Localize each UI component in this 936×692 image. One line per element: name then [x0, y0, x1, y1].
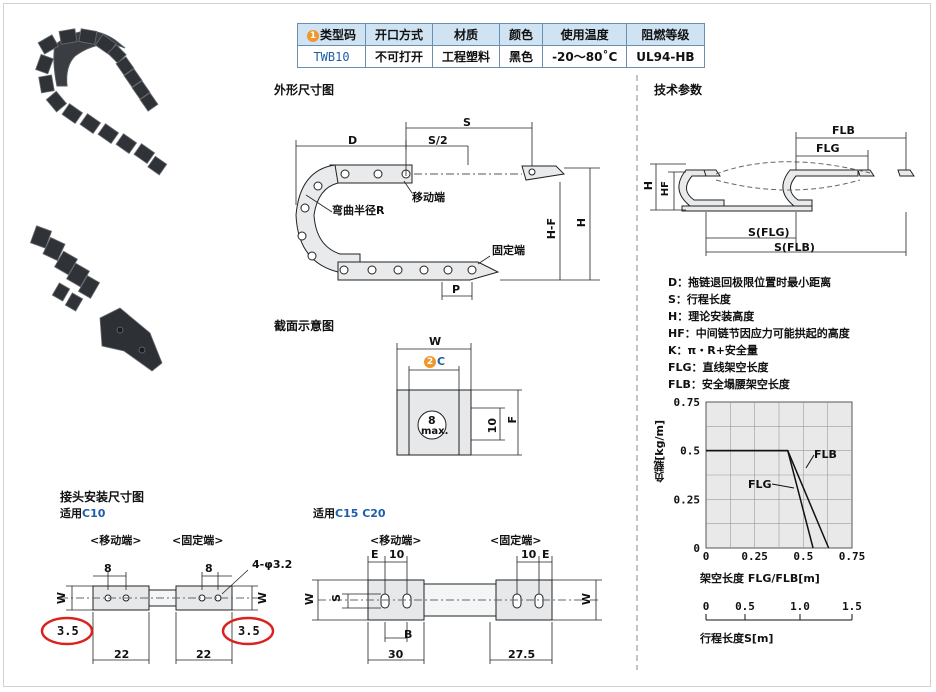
badge-1: 1 [307, 30, 319, 42]
c15-10-right: 10 [521, 548, 537, 561]
c15-applies: 适用C15 C20 [313, 505, 386, 521]
chart-secondary-label: 行程长度S[m] [700, 632, 774, 645]
chart-ylabel: 负载[kg/m] [653, 420, 666, 483]
c15-E-right: E [542, 548, 550, 561]
c10-applies: 适用C10 [60, 505, 105, 521]
td-temperature: -20～80˚C [542, 45, 628, 68]
label-fixed-end: 固定端 [492, 244, 525, 257]
tech-FLb: FLB [832, 124, 855, 137]
tech-S-flg: S(FLG) [748, 226, 790, 239]
page-frame [3, 3, 931, 687]
c10-fixed: <固定端> [172, 534, 224, 547]
legend-item: D：拖链退回极限位置时最小距离 [668, 276, 832, 289]
label-D: D [348, 134, 358, 147]
c15-10-left: 10 [389, 548, 405, 561]
label-max8-num: 8 [428, 414, 436, 427]
legend-item: S：行程长度 [668, 293, 731, 306]
legend-item: HF：中间链节因应力可能拱起的高度 [668, 327, 850, 340]
c15-W-right: W [580, 593, 593, 606]
c10-hole: 4-φ3.2 [252, 558, 293, 571]
th-type-code-label: 类型码 [320, 28, 357, 42]
tech-FLg: FLG [816, 142, 840, 155]
legend-item: K：π・R+安全量 [668, 344, 758, 357]
tech-Hf: HF [660, 181, 671, 197]
c15-model: C15 C20 [335, 507, 386, 520]
td-type-code: TWB10 [296, 45, 367, 68]
td-material: 工程塑料 [432, 45, 501, 68]
tech-S-flb: S(FLB) [774, 241, 815, 254]
th-color: 颜色 [499, 23, 544, 46]
tech-legend: D：拖链退回极限位置时最小距离 S：行程长度 H：理论安装高度 HF：中间链节因… [668, 274, 850, 393]
c10-dim8a: 8 [104, 562, 112, 575]
td-color: 黑色 [499, 45, 544, 68]
outline-title: 外形尺寸图 [274, 83, 335, 97]
badge-2: 2 [424, 356, 436, 368]
label-H: H [575, 218, 588, 228]
c15-prefix: 适用 [313, 507, 335, 520]
th-opening: 开口方式 [365, 23, 434, 46]
label-S: S [463, 116, 471, 129]
section-title: 截面示意图 [274, 319, 335, 333]
label-F: F [506, 416, 519, 424]
label-10: 10 [486, 418, 499, 434]
chart-xlabel: 架空长度 FLG/FLB[m] [700, 572, 820, 585]
th-material: 材质 [432, 23, 501, 46]
label-moving-end: 移动端 [412, 191, 445, 204]
c10-model: C10 [82, 507, 106, 520]
spec-data-row: TWB10 不可打开 工程塑料 黑色 -20～80˚C UL94-HB [296, 45, 705, 68]
c10-22-left: 22 [114, 648, 130, 661]
c15-fixed: <固定端> [490, 534, 542, 547]
c10-35-right: 3.5 [238, 624, 260, 638]
joint-title: 接头安装尺寸图 [60, 490, 145, 504]
c10-dim8b: 8 [205, 562, 213, 575]
label-bend-radius: 弯曲半径R [332, 204, 385, 217]
c10-prefix: 适用 [60, 507, 82, 520]
legend-item: FLB：安全塌腰架空长度 [668, 378, 790, 391]
legend-item: FLG：直线架空长度 [668, 361, 769, 374]
c10-22-right: 22 [196, 648, 212, 661]
td-flame: UL94-HB [626, 45, 705, 68]
legend-item: H：理论安装高度 [668, 310, 755, 323]
c10-W-left: W [55, 592, 68, 605]
c15-dim30: 30 [388, 648, 404, 661]
c10-W-right: W [256, 592, 269, 605]
c15-E-left: E [371, 548, 379, 561]
c15-S: S [330, 594, 343, 602]
c10-35-left: 3.5 [57, 624, 79, 638]
label-W: W [429, 335, 442, 348]
label-C-text: C [437, 355, 446, 368]
tech-H: H [642, 181, 655, 191]
th-temperature: 使用温度 [542, 23, 628, 46]
c15-moving: <移动端> [370, 534, 422, 547]
c10-moving: <移动端> [90, 534, 142, 547]
tech-title: 技术参数 [654, 83, 703, 97]
label-HF: H-F [545, 218, 558, 240]
label-S2: S/2 [428, 134, 448, 147]
td-opening: 不可打开 [365, 45, 434, 68]
label-max8-text: max. [421, 426, 449, 437]
label-P: P [452, 283, 461, 296]
c15-B: B [404, 628, 413, 641]
c15-W-left: W [303, 593, 316, 606]
c15-dim275: 27.5 [508, 648, 536, 661]
th-flame: 阻燃等级 [626, 23, 705, 46]
